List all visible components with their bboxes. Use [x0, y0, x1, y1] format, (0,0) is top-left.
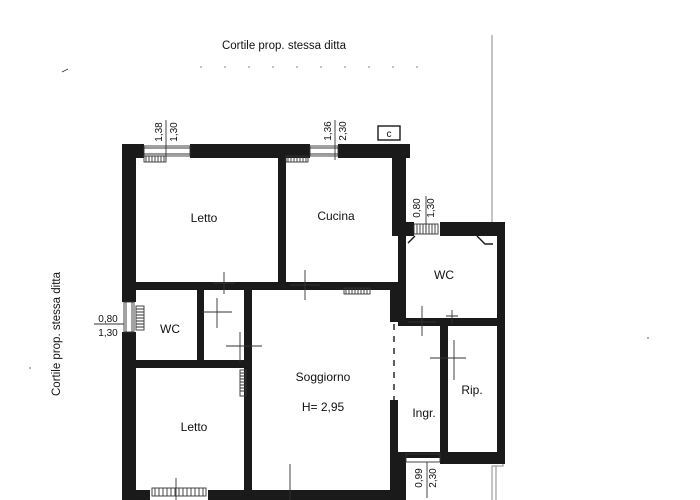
- stray-dot-left: [29, 367, 31, 369]
- wc-right-notch: [476, 235, 493, 245]
- room-letto-top: Letto: [191, 211, 218, 225]
- room-letto-bottom: Letto: [181, 420, 208, 434]
- internal-walls: [136, 154, 502, 490]
- window-bottom-right-outer: [405, 453, 441, 463]
- window-top-right-outer: [309, 145, 339, 157]
- dim-4-top: 0,80: [98, 314, 118, 325]
- dim-2-bottom: 2,30: [338, 121, 349, 141]
- room-ingresso: Ingr.: [412, 406, 435, 420]
- window-top-left-outer: [143, 145, 191, 157]
- marker-c-box: [377, 125, 401, 141]
- wc-right-notch-left: [407, 235, 416, 244]
- dim-4-bottom: 1,30: [98, 328, 118, 339]
- window-wc-left: [135, 305, 145, 331]
- dim-1-top: 1,38: [154, 122, 165, 142]
- window-letto-bottom-outer: [151, 487, 207, 497]
- dimension-window-1: 1,38 1,30: [154, 120, 180, 160]
- window-letto-bottom: [239, 369, 247, 397]
- marker-c: c: [387, 129, 392, 140]
- room-wc-left: WC: [160, 322, 180, 336]
- dim-3-bottom: 1,30: [426, 198, 437, 218]
- room-soggiorno-height: H= 2,95: [302, 400, 345, 414]
- dimension-window-2: 1,36 2,30: [323, 120, 349, 160]
- window-cucina: [285, 155, 309, 163]
- dim-5-top: 0,99: [414, 468, 425, 488]
- courtyard-top-label: Cortile prop. stessa ditta: [222, 40, 347, 52]
- window-letto-top: [143, 155, 167, 163]
- dim-5-bottom: 2,30: [428, 468, 439, 488]
- room-wc-right: WC: [434, 268, 454, 282]
- dim-1-bottom: 1,30: [169, 122, 180, 142]
- stray-dot: [647, 337, 649, 339]
- fixture-crosses: [175, 270, 466, 500]
- room-soggiorno: Soggiorno: [296, 370, 351, 384]
- room-ripostiglio: Rip.: [461, 383, 482, 397]
- dimension-window-5: 0,99 2,30: [414, 462, 439, 498]
- dimension-window-4: 0,80 1,30: [94, 314, 124, 339]
- window-left-outer: [123, 301, 135, 333]
- window-soggiorno: [343, 287, 371, 295]
- dim-3-top: 0,80: [412, 198, 423, 218]
- dim-2-top: 1,36: [323, 121, 334, 141]
- stray-mark: [61, 68, 69, 73]
- room-cucina: Cucina: [317, 209, 355, 223]
- dimension-window-3: 0,80 1,30: [412, 196, 437, 232]
- courtyard-left-label: Cortile prop. stessa ditta: [51, 271, 63, 396]
